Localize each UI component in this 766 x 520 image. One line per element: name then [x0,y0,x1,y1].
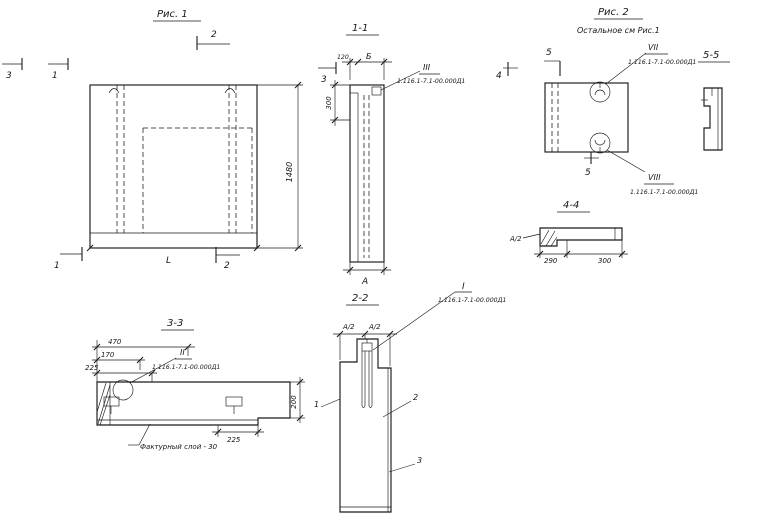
sec11-dim-a: А [361,277,368,287]
fig2-note: Остальное см Рис.1 [577,26,660,35]
sec22-part-3: 3 [417,456,422,465]
sec33-body-outline [96,381,291,426]
sec22-dim-a2-right: А/2 [368,323,381,331]
sec33-title: 3-3 [167,318,183,329]
fig1-loop-left-icon [108,88,120,94]
sec22-part-1: 1 [314,400,319,409]
sec44-dim-a2: А/2 [509,235,522,243]
sec11-body-outline [349,84,385,263]
fig2-callout-vii-label: VII [648,43,659,52]
sec22-body-outline [339,338,392,513]
sec44-dim-290: 290 [544,257,558,265]
sec22-title: 2-2 [352,293,368,304]
sec11-cut-3-label: 3 [321,75,327,85]
fig2-cut-5-bottom-label: 5 [585,168,591,178]
fig1-cut-2-bottom-label: 2 [224,261,230,271]
sec44-title: 4-4 [563,200,579,211]
section-1-1-view: 1-1 120 Б 3 300 III 1.116.1-7.1-00.0 [318,23,465,287]
fig1-dim-height: 1480 [285,162,294,182]
section-5-5-view: 5-5 [698,50,730,151]
sec22-anchor-plate [361,342,373,352]
sec33-dim-225-bottom: 225 [227,436,241,444]
sec11-anchor-detail [371,86,382,96]
sec33-detail-circle [112,379,134,401]
fig1-cut-3-label: 3 [6,71,12,81]
fig2-callout-viii-ref: 1.116.1-7.1-00.000Д1 [630,189,698,196]
fig1-view: Рис. 1 3 1 2 1480 [2,9,303,271]
sec11-title: 1-1 [352,23,368,34]
sec44-body-outline [539,227,623,247]
fig2-callout-viii-label: VIII [648,173,661,182]
section-2-2-view: 2-2 А/2 А/2 I 1.116.1-7.1-00.000Д1 1 [314,282,506,513]
sec22-callout-label: I [462,282,465,292]
fig2-title: Рис. 2 [598,7,629,18]
sec11-callout-ref: 1.116.1-7.1-00.000Д1 [397,78,465,85]
sec33-note: Фактурный слой - 30 [140,443,218,451]
sec33-dim-225-left: 225 [85,364,99,372]
sec44-dim-300: 300 [598,257,612,265]
sec33-anchor-left [103,396,120,407]
fig1-cut-1-bottom-label: 1 [54,261,60,271]
sec11-callout-label: III [423,63,431,72]
sec22-part-2: 2 [413,393,418,402]
sec55-title: 5-5 [703,50,719,61]
sec55-profile-outline [703,87,723,151]
fig1-dim-width: L [166,256,171,266]
fig2-view: Рис. 2 Остальное см Рис.1 5 4 VII 1.116.… [496,7,698,196]
sec11-dim-20: 120 [337,54,349,61]
sec33-dim-200: 200 [290,395,298,409]
sec11-dim-b: Б [366,52,372,61]
sec33-dim-470: 470 [108,338,122,346]
sec33-dim-170: 170 [101,351,115,359]
fig1-loop-right-icon [224,88,236,94]
sec33-anchor-right [225,396,243,407]
fig1-panel-outline [89,84,258,249]
fig2-detail-circle-viii [589,132,611,154]
fig2-cut-5-top-label: 5 [546,48,552,58]
fig1-cut-2-top-label: 2 [211,30,217,40]
sec22-dim-a2-left: А/2 [342,323,355,331]
fig2-body-outline [544,82,629,153]
section-3-3-view: 3-3 470 170 225 II 1.116.1-7.1-00.000Д1 [85,318,305,451]
sec22-callout-ref: 1.116.1-7.1-00.000Д1 [438,297,506,304]
fig2-callout-vii-ref: 1.116.1-7.1-00.000Д1 [628,59,696,66]
section-4-4-view: 4-4 А/2 290 300 [509,200,628,265]
sec33-callout-label: II [180,348,185,357]
fig2-cut-4-label: 4 [496,71,502,81]
sec33-callout-ref: 1.116.1-7.1-00.000Д1 [152,364,220,371]
sec11-dim-300: 300 [325,96,333,110]
fig2-detail-circle-vii [589,81,611,103]
fig1-cut-1-top-label: 1 [52,71,58,81]
fig1-title: Рис. 1 [157,9,188,20]
